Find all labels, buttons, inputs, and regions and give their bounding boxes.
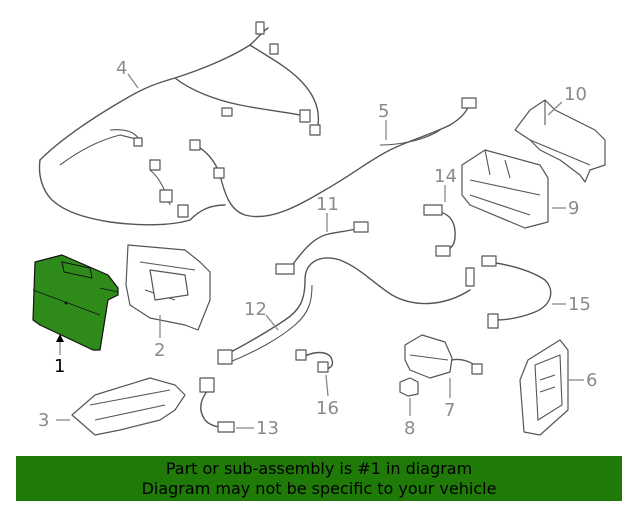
leader-lines xyxy=(56,73,584,429)
callout-3: 3 xyxy=(38,410,49,431)
callout-5: 5 xyxy=(378,101,389,122)
callout-15: 15 xyxy=(568,294,591,315)
part-16-harness xyxy=(295,349,334,373)
part-5-harness xyxy=(189,97,477,218)
part-1-module[interactable] xyxy=(32,254,119,351)
callout-9: 9 xyxy=(568,198,579,219)
part-7-switch xyxy=(404,334,483,379)
part-8-connector xyxy=(399,377,419,397)
part-10-bracket xyxy=(514,99,606,183)
part-15-harness xyxy=(481,255,552,329)
callout-14: 14 xyxy=(434,166,457,187)
callout-7: 7 xyxy=(444,400,455,421)
callout-13: 13 xyxy=(256,418,279,439)
part-13-harness xyxy=(199,377,235,433)
callout-1[interactable]: 1 xyxy=(54,356,65,377)
callout-6: 6 xyxy=(586,370,597,391)
part-3-cover xyxy=(71,377,186,436)
banner-line-1: Part or sub-assembly is #1 in diagram xyxy=(165,458,473,478)
part-11-harness xyxy=(275,221,369,275)
part-6-module xyxy=(519,339,569,436)
part-9-module xyxy=(461,149,549,229)
part-2-bracket xyxy=(125,244,211,331)
callout-labels: 4 5 10 9 14 11 12 15 2 1 3 13 7 8 6 16 xyxy=(38,58,597,439)
callout-8: 8 xyxy=(404,418,415,439)
banner-line-2: Diagram may not be specific to your vehi… xyxy=(141,478,497,498)
part-14-harness xyxy=(423,204,456,257)
callout-11: 11 xyxy=(316,194,339,215)
callout-10: 10 xyxy=(564,84,587,105)
part-12-harness xyxy=(217,257,475,365)
callout-16: 16 xyxy=(316,398,339,419)
callout-12: 12 xyxy=(244,299,267,320)
info-banner: Part or sub-assembly is #1 in diagram Di… xyxy=(16,456,622,501)
callout-2: 2 xyxy=(154,340,165,361)
callout-4: 4 xyxy=(116,58,127,79)
part-4-harness xyxy=(38,21,321,226)
